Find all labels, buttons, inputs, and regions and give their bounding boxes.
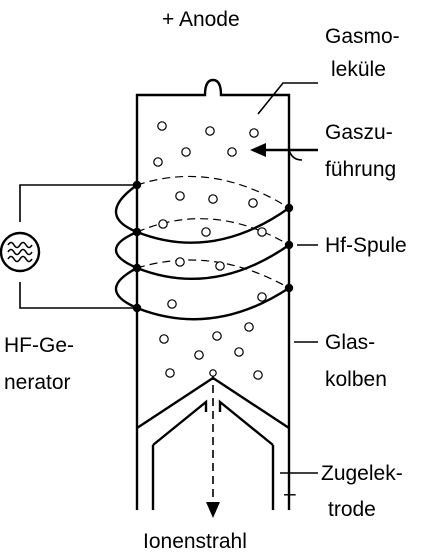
- gas-molecule: [234, 347, 244, 357]
- label-hf-generator-2: nerator: [4, 371, 71, 394]
- gas-feed-arrowhead: [250, 143, 266, 157]
- gas-feed-pipe: [288, 132, 303, 161]
- label-gas-feed-1: Gaszu-: [325, 121, 393, 144]
- coil-back-3: [136, 259, 290, 289]
- extraction-electrode-inner: [152, 399, 274, 446]
- gas-molecule: [208, 194, 218, 204]
- gas-molecule: [244, 322, 254, 332]
- ion-beam-arrowhead: [206, 502, 220, 518]
- gas-molecule: [159, 334, 169, 344]
- coil-contact: [132, 263, 142, 273]
- gas-molecule: [175, 257, 185, 267]
- label-gas-molecules-2: leküle: [331, 58, 386, 81]
- gas-molecule: [153, 157, 163, 167]
- coil-front-2: [115, 230, 290, 280]
- generator-wave-icon: [7, 241, 33, 263]
- gas-molecule: [209, 369, 217, 377]
- coil-contact: [284, 240, 294, 250]
- gas-molecule: [227, 147, 237, 157]
- gas-molecule: [165, 368, 175, 378]
- gas-molecules: [153, 121, 267, 380]
- label-ion-beam: Ionenstrahl: [143, 530, 247, 553]
- gas-molecule: [212, 331, 222, 341]
- coil-back-1: [136, 175, 290, 209]
- hf-generator-symbol: [0, 231, 41, 273]
- gas-molecule: [175, 191, 185, 201]
- coil-contact: [284, 203, 294, 213]
- gas-molecule: [257, 292, 267, 302]
- gas-molecule: [201, 227, 211, 237]
- label-minus-sign: –: [284, 482, 296, 505]
- gas-molecule: [157, 121, 167, 131]
- coil-contact: [284, 283, 294, 293]
- coil-back-2: [136, 218, 290, 246]
- label-hf-coil: Hf-Spule: [325, 234, 407, 257]
- label-extraction-electrode-2: trode: [328, 498, 376, 521]
- gas-molecule: [257, 227, 267, 237]
- label-hf-generator-1: HF-Ge-: [4, 334, 74, 357]
- gas-molecule: [194, 350, 204, 360]
- label-gas-feed-2: führung: [325, 158, 396, 181]
- gas-molecule: [253, 370, 263, 380]
- label-glass-bulb-1: Glas-: [325, 331, 375, 354]
- leader-gas-molecules: [257, 82, 318, 115]
- coil-contact: [132, 227, 142, 237]
- gas-molecule: [248, 198, 258, 208]
- label-anode: + Anode: [162, 8, 240, 31]
- generator-wire-top: [19, 184, 137, 222]
- gas-molecule: [215, 261, 225, 271]
- label-extraction-electrode-1: Zugelek-: [321, 462, 403, 485]
- label-gas-molecules-1: Gasmo-: [325, 25, 400, 48]
- gas-molecule: [205, 126, 215, 136]
- gas-molecule: [181, 147, 191, 157]
- gas-molecule: [158, 219, 168, 229]
- glass-bulb-outline: [135, 78, 291, 510]
- gas-molecule: [167, 299, 177, 309]
- coil-front-3: [115, 266, 290, 321]
- label-glass-bulb-2: kolben: [325, 368, 387, 391]
- generator-wire-bottom: [19, 282, 137, 309]
- gas-molecule: [249, 128, 259, 138]
- coil-front-1: [115, 184, 290, 244]
